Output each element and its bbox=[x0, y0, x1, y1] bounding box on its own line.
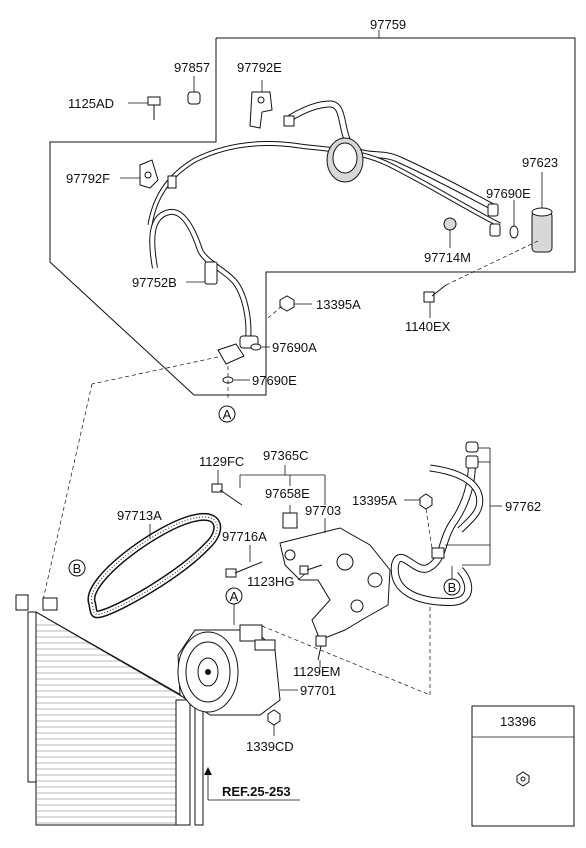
callout-b-left: B bbox=[68, 559, 86, 577]
label-13395a-mid: 13395A bbox=[352, 493, 397, 508]
bolt-1125ad bbox=[128, 96, 161, 120]
label-1129em: 1129EM bbox=[293, 664, 340, 679]
hose-97762 bbox=[390, 441, 502, 607]
bolt-1140ex bbox=[423, 239, 541, 318]
nut-1339cd bbox=[267, 709, 281, 736]
leader-97365c bbox=[239, 465, 326, 505]
callout-a-compressor: A bbox=[225, 587, 243, 625]
condenser-fins bbox=[36, 624, 176, 824]
bracket-97792f bbox=[120, 159, 159, 189]
label-97703: 97703 bbox=[305, 503, 341, 518]
svg-text:A: A bbox=[230, 589, 239, 604]
compressor-97701 bbox=[177, 624, 298, 716]
condenser bbox=[15, 594, 204, 826]
label-97792f: 97792F bbox=[66, 171, 110, 186]
label-13395a-top: 13395A bbox=[316, 297, 361, 312]
label-97658e: 97658E bbox=[265, 486, 310, 501]
receiver-drier-97623 bbox=[531, 172, 553, 253]
legend-box-13396 bbox=[471, 705, 575, 827]
label-1140ex: 1140EX bbox=[405, 319, 451, 334]
label-97701: 97701 bbox=[300, 683, 336, 698]
callout-b-right: B bbox=[443, 566, 461, 596]
clip-97857 bbox=[187, 76, 201, 105]
label-97623: 97623 bbox=[522, 155, 558, 170]
label-1129fc: 1129FC bbox=[199, 454, 244, 469]
nut-13395a-mid bbox=[404, 493, 433, 549]
svg-text:B: B bbox=[73, 561, 82, 576]
label-97752b: 97752B bbox=[132, 275, 177, 290]
label-97714m: 97714M bbox=[424, 250, 471, 265]
bolt-1123hg bbox=[297, 564, 323, 581]
callout-a-top: A bbox=[218, 405, 236, 423]
label-97690e-bottom: 97690E bbox=[252, 373, 297, 388]
label-97365c: 97365C bbox=[263, 448, 309, 463]
label-97690a: 97690A bbox=[272, 340, 317, 355]
svg-text:B: B bbox=[448, 580, 457, 595]
label-97716a: 97716A bbox=[222, 529, 267, 544]
label-97713a: 97713A bbox=[117, 508, 162, 523]
belt-97713a bbox=[87, 512, 222, 619]
bracket-97792e bbox=[249, 80, 273, 129]
label-1123hg: 1123HG bbox=[247, 574, 294, 589]
hose-assembly-top bbox=[147, 100, 502, 365]
dash-a-to-condenser bbox=[91, 356, 219, 385]
bracket-97703 bbox=[279, 518, 391, 641]
label-1339cd: 1339CD bbox=[246, 739, 294, 754]
label-1125ad: 1125AD bbox=[68, 96, 114, 111]
bolt-1129fc bbox=[211, 470, 243, 506]
bolt-97716a bbox=[225, 545, 263, 578]
label-97762: 97762 bbox=[505, 499, 541, 514]
label-97792e: 97792E bbox=[237, 60, 282, 75]
label-13396: 13396 bbox=[500, 714, 536, 729]
label-97759: 97759 bbox=[370, 17, 406, 32]
nut-13395a-top bbox=[267, 295, 312, 319]
bolt-1129em bbox=[315, 635, 327, 668]
oring-97690a bbox=[250, 343, 270, 351]
svg-text:A: A bbox=[223, 407, 232, 422]
assembly-97759-frame bbox=[49, 30, 576, 396]
label-97690e-top: 97690E bbox=[486, 186, 531, 201]
oring-97690e-top bbox=[509, 200, 519, 239]
ref-arrow: REF.25-253 bbox=[204, 767, 300, 801]
label-97857: 97857 bbox=[174, 60, 210, 75]
bolt-97714m bbox=[443, 217, 457, 248]
spacer-97658e bbox=[282, 505, 298, 529]
oring-97690e-bottom bbox=[222, 366, 250, 400]
ref-label: REF.25-253 bbox=[222, 784, 291, 799]
